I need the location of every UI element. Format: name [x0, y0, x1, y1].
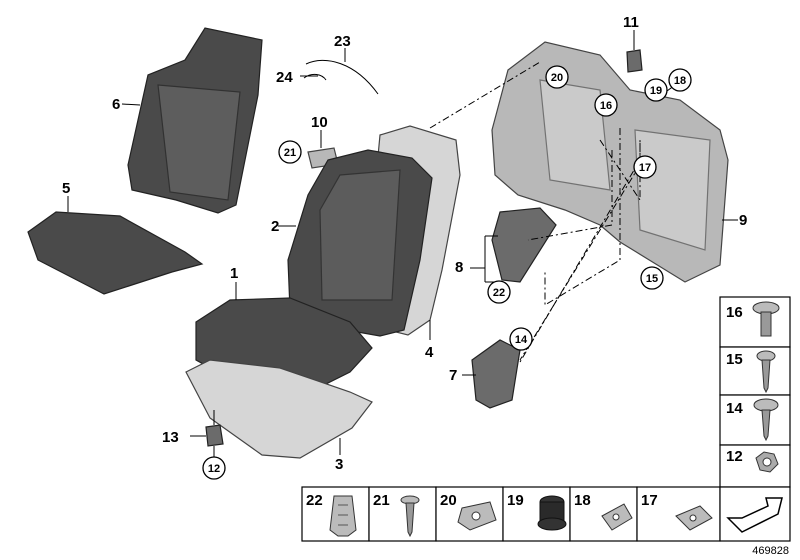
circle-label-17: 17 — [639, 162, 651, 174]
label-5: 5 — [62, 180, 70, 197]
clip-18-icon — [601, 503, 633, 531]
bottom-label-19: 19 — [507, 492, 524, 509]
side-label-14: 14 — [726, 400, 743, 417]
side-label-15: 15 — [726, 351, 743, 368]
screw-21-icon — [400, 495, 420, 538]
label-7: 7 — [449, 367, 457, 384]
label-23: 23 — [334, 33, 351, 50]
label-4: 4 — [425, 344, 434, 361]
side-label-16: 16 — [726, 304, 743, 321]
grommet-19-icon — [537, 495, 567, 531]
label-10: 10 — [311, 114, 328, 131]
bottom-label-20: 20 — [440, 492, 457, 509]
screw-14-icon — [753, 398, 779, 442]
diagram-number: 469828 — [752, 545, 789, 557]
part-23-24-wire — [300, 48, 379, 95]
label-3: 3 — [335, 456, 343, 473]
clip-20-icon — [457, 501, 497, 531]
label-11: 11 — [623, 14, 639, 31]
nut-12-icon — [755, 451, 779, 473]
bottom-label-22: 22 — [306, 492, 323, 509]
screw-15-icon — [756, 350, 776, 394]
bottom-label-21: 21 — [373, 492, 390, 509]
screw-16-icon — [752, 301, 780, 337]
label-1: 1 — [230, 265, 238, 282]
circle-label-19: 19 — [650, 85, 662, 97]
part-13-clip — [190, 410, 224, 457]
part-8-lumbar — [470, 207, 557, 283]
circle-label-18: 18 — [674, 75, 686, 87]
part-6-backrest-cover — [121, 27, 263, 214]
fastener-bottom-panel: 22 21 20 19 18 17 — [301, 486, 791, 542]
circle-label-22: 22 — [493, 287, 505, 299]
circle-label-14: 14 — [515, 334, 528, 346]
side-label-12: 12 — [726, 448, 743, 465]
label-9: 9 — [739, 212, 747, 229]
part-3-seat-base — [185, 359, 373, 459]
part-labels: 1 2 3 4 5 6 7 8 9 10 11 13 23 24 — [62, 14, 747, 473]
clip-22-icon — [329, 495, 357, 537]
fastener-side-panel: 16 15 14 12 — [719, 296, 791, 488]
part-2-backrest-cushion — [278, 149, 433, 337]
bottom-label-18: 18 — [574, 492, 591, 509]
part-11-pad — [626, 30, 643, 73]
bottom-label-17: 17 — [641, 492, 658, 509]
part-5-seat-pad — [27, 196, 204, 295]
label-6: 6 — [112, 96, 120, 113]
direction-arrow-icon — [726, 497, 783, 533]
circle-label-12: 12 — [208, 463, 220, 475]
label-13: 13 — [162, 429, 179, 446]
circle-label-20: 20 — [551, 72, 563, 84]
circled-labels: 12 14 15 16 17 18 19 20 21 22 — [202, 65, 692, 480]
circle-label-21: 21 — [284, 147, 296, 159]
connection-lines — [429, 61, 676, 363]
label-24: 24 — [276, 69, 293, 86]
label-2: 2 — [271, 218, 279, 235]
circle-label-16: 16 — [600, 100, 612, 112]
label-8: 8 — [455, 259, 463, 276]
clip-17-icon — [675, 505, 713, 531]
circle-label-15: 15 — [646, 273, 658, 285]
part-7-lower-panel — [462, 339, 521, 409]
